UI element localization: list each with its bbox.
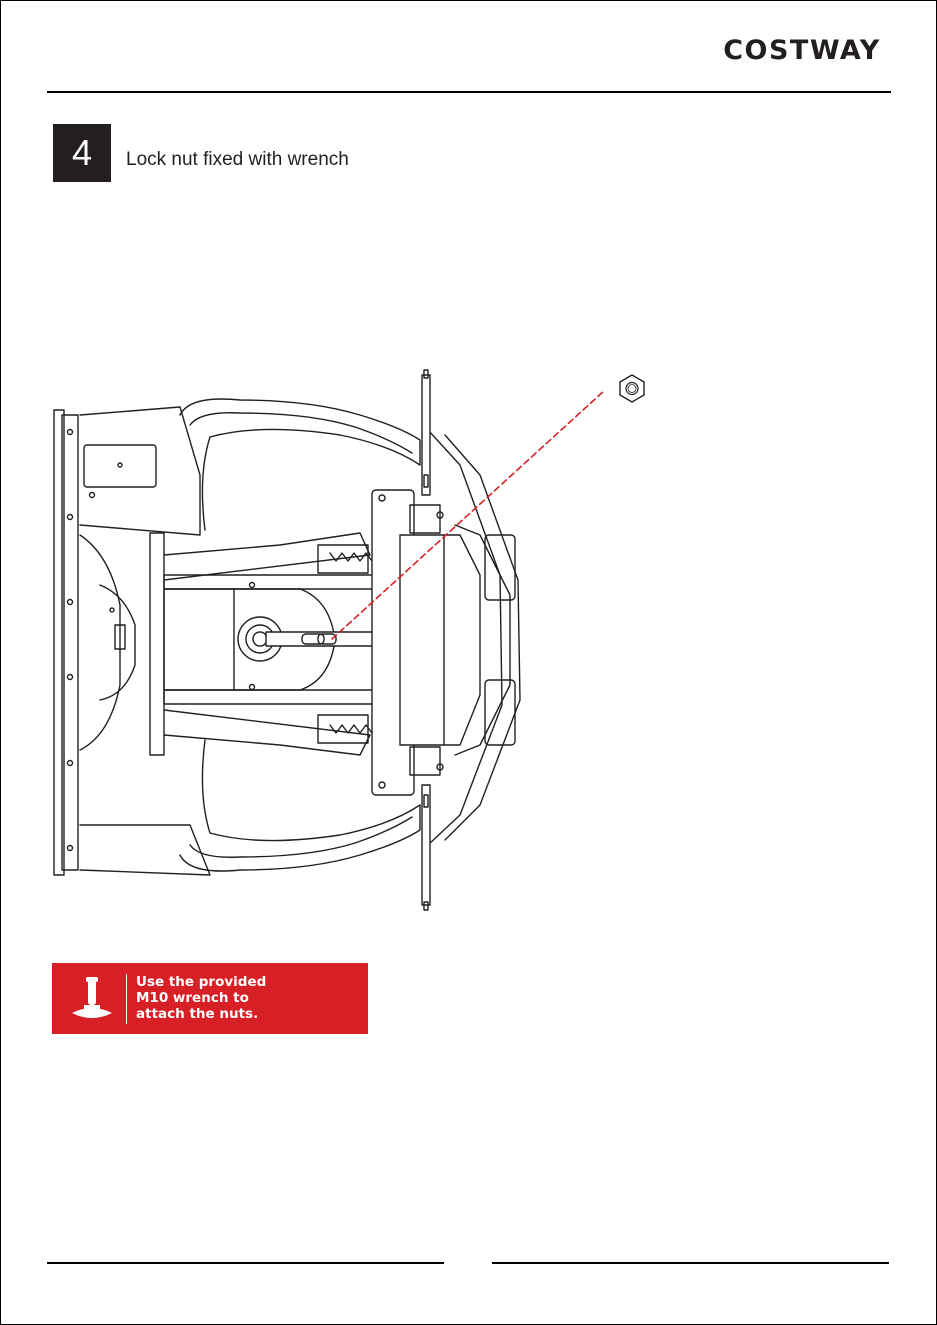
rear-bumper: [372, 430, 520, 845]
footer-rule-right: [492, 1262, 889, 1264]
wrench-note-box: Use the provided M10 wrench to attach th…: [52, 963, 368, 1034]
note-line-3: attach the nuts.: [136, 1006, 356, 1022]
step-title: Lock nut fixed with wrench: [126, 149, 349, 171]
brand-logo: COSTWAY: [712, 32, 892, 68]
lock-nut-icon: [620, 375, 644, 402]
note-line-1: Use the provided: [136, 974, 356, 990]
note-divider: [126, 974, 127, 1024]
step-number-badge: 4: [53, 124, 111, 182]
footer-rule-left: [47, 1262, 444, 1264]
note-text: Use the provided M10 wrench to attach th…: [136, 974, 356, 1022]
wrench-icon: [62, 975, 122, 1023]
chassis-illustration: [40, 355, 660, 915]
header-rule: [47, 91, 891, 93]
note-line-2: M10 wrench to: [136, 990, 356, 1006]
brand-text: COSTWAY: [723, 35, 881, 66]
left-frame: [54, 407, 210, 875]
